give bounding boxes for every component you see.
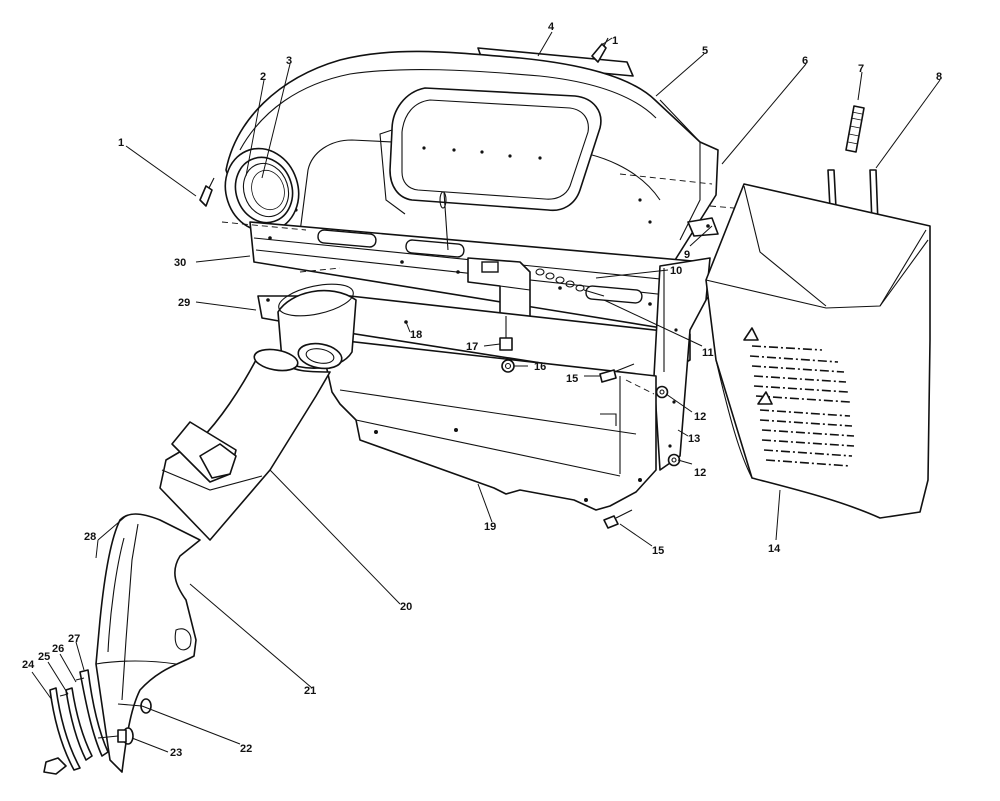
callout-20: 20 (400, 601, 412, 613)
callout-24: 24 (22, 659, 35, 671)
part-23-knob (97, 727, 134, 745)
callout-13: 13 (688, 433, 700, 445)
assembly-guide-lines (221, 173, 829, 395)
callout-11: 11 (702, 347, 714, 359)
callout-18: 18 (410, 329, 422, 341)
callout-10: 10 (670, 265, 682, 277)
part-22-knob (117, 698, 152, 714)
part-21-deflector (95, 513, 201, 773)
callout-4: 4 (548, 21, 555, 33)
part-1-rivet-top (591, 37, 609, 63)
callout-7: 7 (858, 63, 864, 75)
callout-22: 22 (240, 743, 252, 755)
part-13-side-panel (653, 257, 711, 471)
part-9-latch (687, 217, 719, 237)
callout-23: 23 (170, 747, 182, 759)
callout-12-lower: 12 (694, 467, 706, 479)
callout-3: 3 (286, 55, 292, 67)
callout-16: 16 (534, 361, 546, 373)
callout-12-upper: 12 (694, 411, 706, 423)
callout-2: 2 (260, 71, 266, 83)
callout-30: 30 (174, 257, 186, 269)
part-19-frame-bottom (319, 337, 657, 511)
part-14-grass-bag (705, 183, 931, 519)
callout-labels: 1 1 2 3 4 5 6 7 8 9 10 11 12 12 13 14 15… (22, 21, 942, 759)
callout-26: 26 (52, 643, 64, 655)
callout-1-left: 1 (118, 137, 124, 149)
callout-8: 8 (936, 71, 942, 83)
leader-lines (31, 31, 941, 753)
part-10-chain (535, 268, 605, 297)
part-2-3-ring-outlet (224, 147, 300, 233)
part-15-screw-upper (599, 363, 635, 383)
callout-14: 14 (768, 543, 781, 555)
part-16-nut (501, 359, 515, 373)
part-20-discharge-tube (159, 283, 357, 541)
callout-28: 28 (84, 531, 96, 543)
callout-1-top: 1 (612, 35, 618, 47)
part-12-nut-lower (667, 453, 681, 467)
callout-9: 9 (684, 249, 690, 261)
part-17-bolt (499, 316, 513, 351)
part-1-rivet-left (199, 177, 215, 207)
callout-6: 6 (802, 55, 808, 67)
callout-15-upper: 15 (566, 373, 578, 385)
part-7-bag-handle (845, 105, 865, 153)
callout-21: 21 (304, 685, 316, 697)
callout-25: 25 (38, 651, 50, 663)
callout-5: 5 (702, 45, 708, 57)
callout-19: 19 (484, 521, 496, 533)
part-12-nut-upper (655, 385, 669, 399)
part-5-hood (225, 50, 719, 275)
part-24-to-27-strips (43, 669, 109, 775)
part-15-screw-lower (603, 509, 633, 529)
callout-15-lower: 15 (652, 545, 664, 557)
callout-27: 27 (68, 633, 80, 645)
callout-17: 17 (466, 341, 478, 353)
callout-29: 29 (178, 297, 190, 309)
